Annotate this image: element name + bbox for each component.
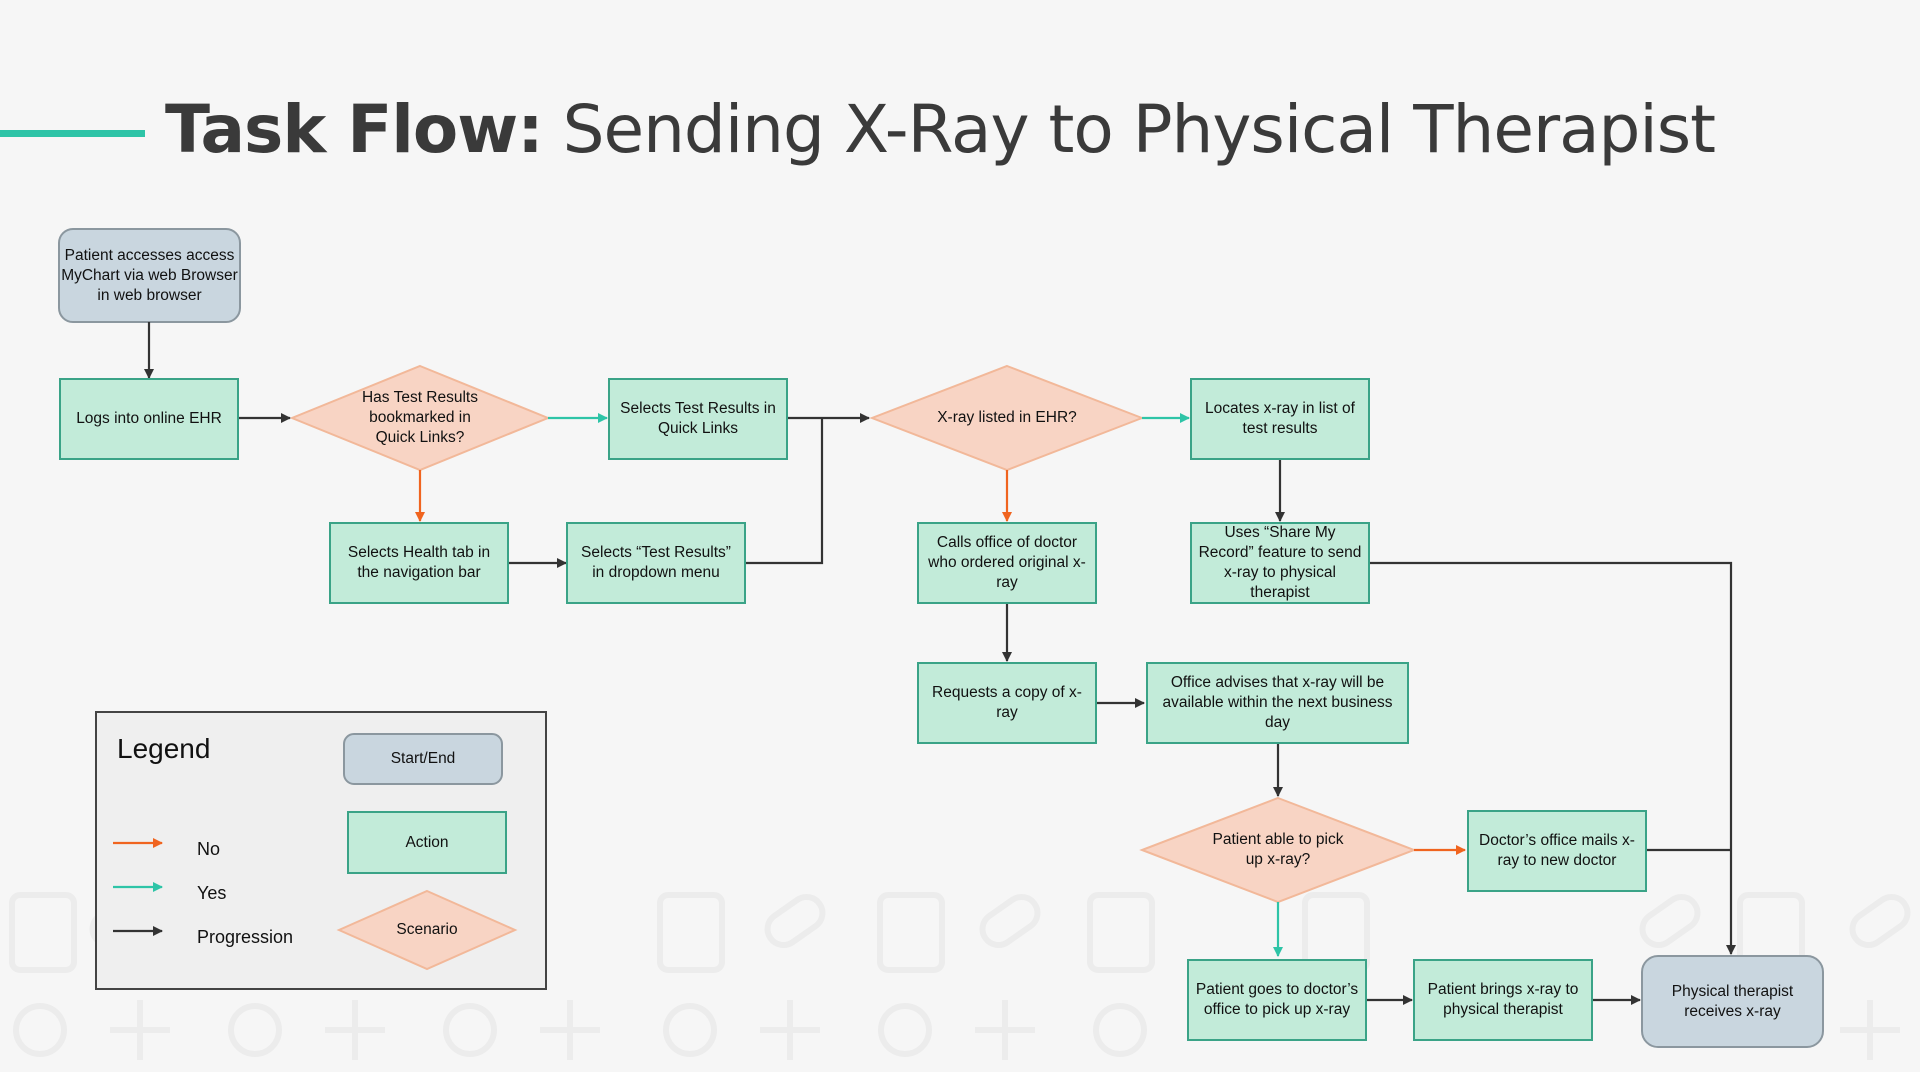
plus-icon [975, 1000, 1035, 1060]
health-tab-node: Selects Health tab in the navigation bar [329, 522, 509, 604]
end-node-shape [1641, 955, 1824, 1048]
start-node: Patient accesses access MyChart via web … [61, 246, 238, 304]
clipboard-icon [657, 892, 725, 973]
clipboard-icon [877, 892, 945, 973]
legend-title: Legend [117, 733, 211, 764]
title-bold: Task Flow: [165, 91, 544, 168]
connectors [144, 322, 1736, 1005]
legend-start-shape [343, 733, 503, 785]
pill-icon [13, 1003, 67, 1057]
request-node: Requests a copy of x-ray [917, 662, 1097, 744]
locate-node: Locates x-ray in list of test results [1190, 378, 1370, 460]
pill-icon [663, 1003, 717, 1057]
pill-icon [228, 1003, 282, 1057]
plus-icon [110, 1000, 170, 1060]
arrow-share-end [1370, 561, 1736, 955]
title-rest: Sending X-Ray to Physical Therapist [542, 91, 1716, 168]
title-accent-bar [0, 130, 145, 137]
pill-icon [1093, 1003, 1147, 1057]
mail-node: Doctor’s office mails x-ray to new docto… [1467, 810, 1647, 892]
legend-graphics [113, 733, 518, 971]
background-pattern [9, 892, 1911, 1060]
decision-pickup: Patient able to pick up x-ray? [1212, 831, 1344, 868]
legend-action-shape [347, 811, 507, 874]
plus-icon [760, 1000, 820, 1060]
login-node: Logs into online EHR [59, 378, 239, 460]
advise-node: Office advises that x-ray will be availa… [1146, 662, 1409, 744]
plus-icon [1840, 1000, 1900, 1060]
decision-bookmarked: Has Test Results bookmarked in Quick Lin… [361, 389, 478, 446]
line-dropdown-merge [746, 418, 824, 565]
legend-scenario: Scenario [396, 921, 458, 938]
pill-icon [878, 1003, 932, 1057]
plus-icon [540, 1000, 600, 1060]
pill-icon [764, 893, 826, 949]
legend-no-label: No [197, 839, 221, 859]
pill-icon [443, 1003, 497, 1057]
clipboard-icon [9, 892, 77, 973]
pill-icon [1639, 893, 1701, 949]
page-title: Task Flow: Sending X-Ray to Physical The… [165, 90, 1716, 170]
end-node: Physical therapist receives x-ray [1671, 982, 1794, 1020]
calls-node: Calls office of doctor who ordered origi… [917, 522, 1097, 604]
plus-icon [325, 1000, 385, 1060]
legend-scenario-shape [336, 889, 518, 971]
clipboard-icon [1087, 892, 1155, 973]
legend-action: Action [405, 833, 449, 851]
legend: Legend No Yes Progression Start/End Acti… [95, 711, 547, 990]
pill-icon [1849, 893, 1911, 949]
select-quicklinks-node: Selects Test Results in Quick Links [608, 378, 788, 460]
legend-yes-label: Yes [197, 883, 227, 903]
goes-node: Patient goes to doctor’s office to pick … [1187, 959, 1367, 1041]
legend-start-end: Start/End [390, 750, 456, 767]
pill-icon [979, 893, 1041, 949]
legend-progression-label: Progression [197, 927, 294, 947]
brings-node: Patient brings x-ray to physical therapi… [1413, 959, 1593, 1041]
share-node: Uses “Share My Record” feature to send x… [1190, 522, 1370, 604]
decision-listed: X-ray listed in EHR? [937, 409, 1077, 426]
dropdown-node: Selects “Test Results” in dropdown menu [566, 522, 746, 604]
